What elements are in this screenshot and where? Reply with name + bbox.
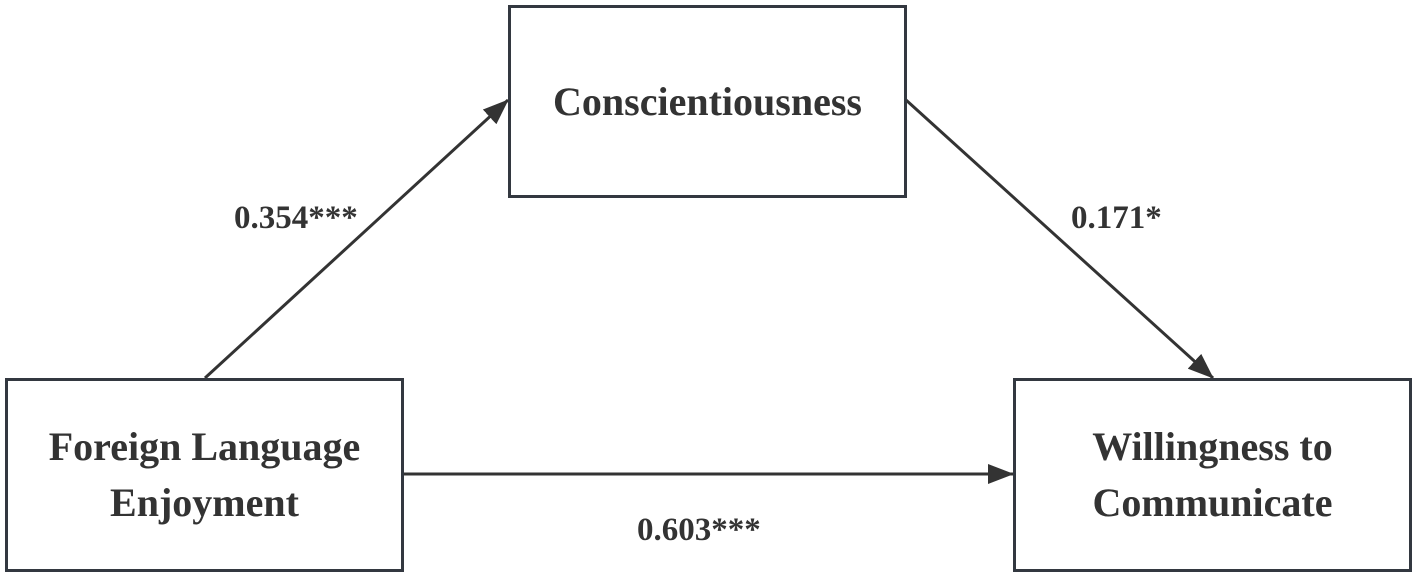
c-path-coefficient: 0.603*** (637, 512, 761, 548)
node-willingness-to-communicate: Willingness to Communicate (1013, 378, 1412, 572)
node-foreign-language-enjoyment: Foreign Language Enjoyment (5, 378, 404, 572)
a-path-coefficient: 0.354*** (234, 200, 358, 236)
node-label-foreign-language-enjoyment: Foreign Language Enjoyment (48, 424, 361, 525)
node-label-conscientiousness: Conscientiousness (553, 78, 862, 124)
b-path-arrow (904, 98, 1215, 380)
b-path-coefficient: 0.171* (1071, 200, 1162, 236)
node-label-willingness-to-communicate: Willingness to Communicate (1092, 424, 1333, 525)
a-path-arrow (203, 98, 510, 380)
node-conscientiousness: Conscientiousness (508, 5, 907, 198)
